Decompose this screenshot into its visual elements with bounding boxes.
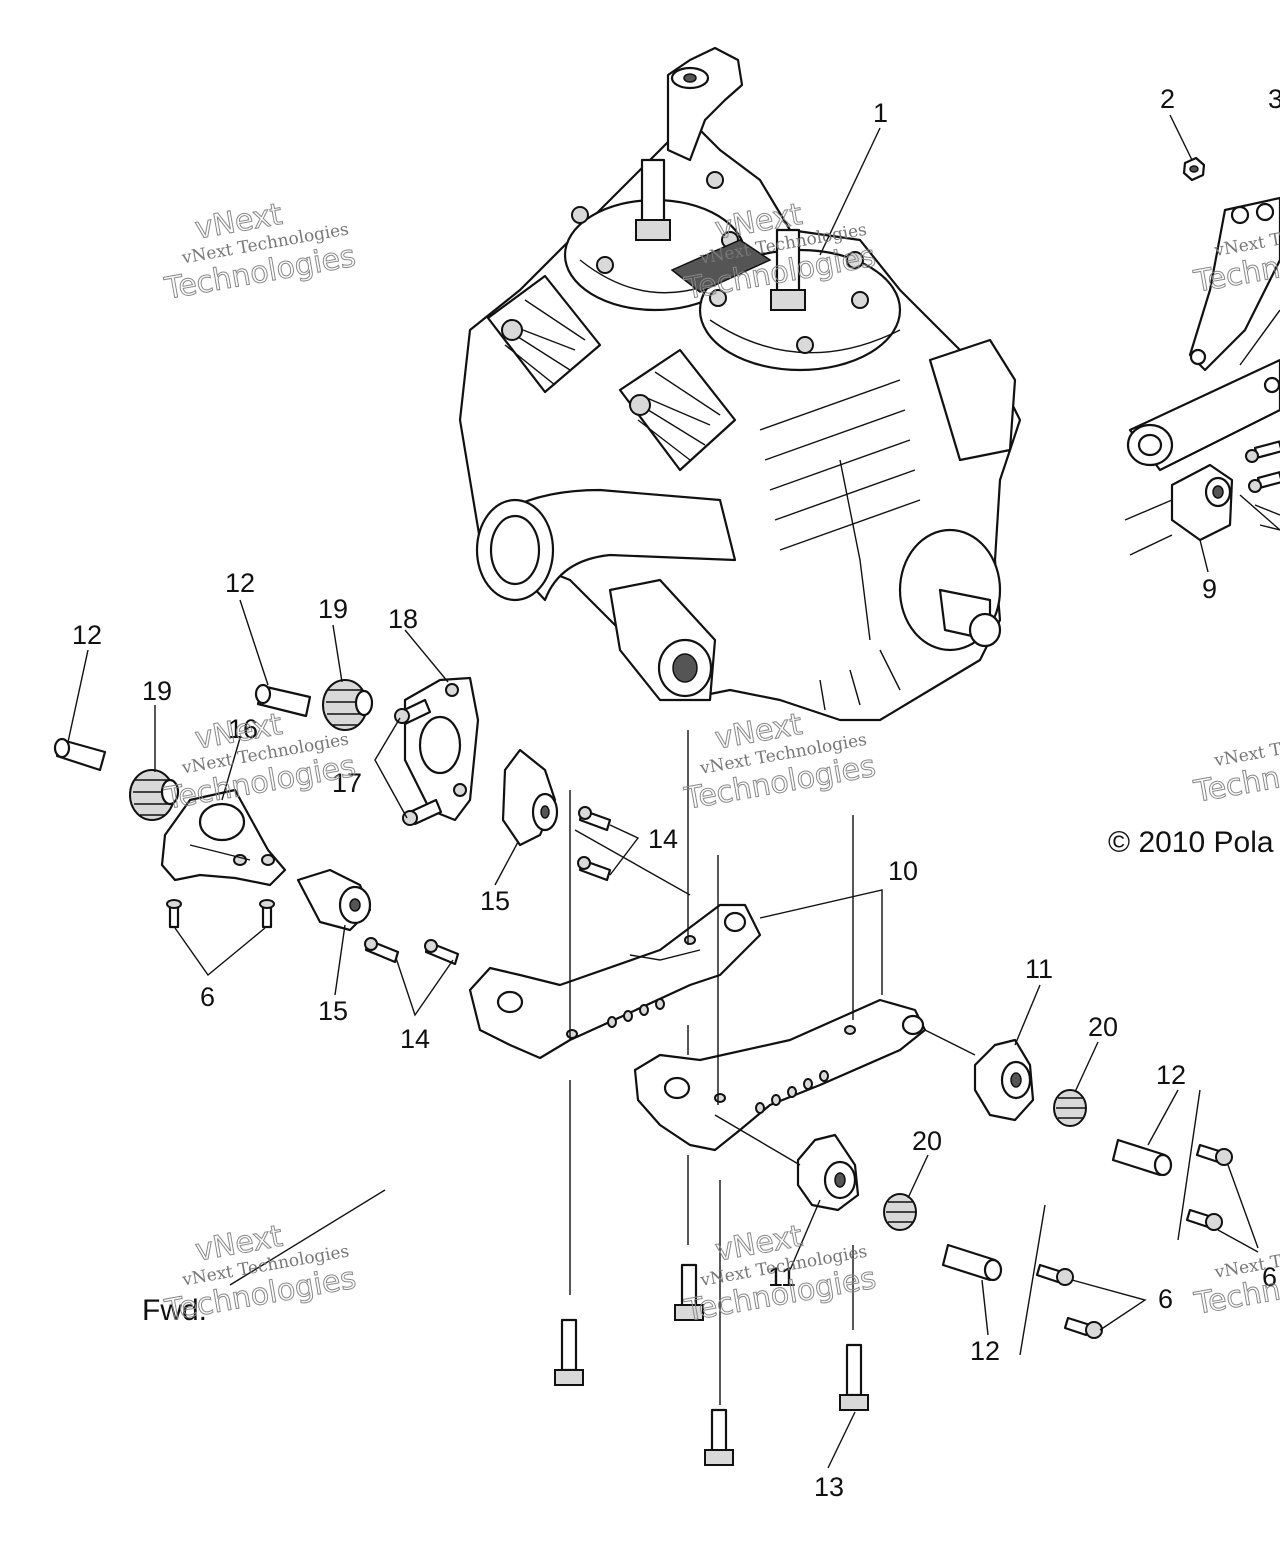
watermark-bottom-right: vNext Technologies Technologies <box>1191 1234 1280 1323</box>
forward-direction-label: Fwd. <box>142 1294 207 1327</box>
callout-labels: 1 2 3 9 12 12 19 18 19 16 17 14 15 10 6 … <box>72 84 1280 1502</box>
bolt-13-d <box>839 1343 869 1411</box>
bolt-6-center-a <box>1035 1263 1074 1286</box>
torque-arm <box>1126 358 1280 472</box>
callout-12-left: 12 <box>72 620 102 650</box>
bolt-17-lower <box>402 798 443 826</box>
leader-lines <box>67 114 1209 1469</box>
engine-mount-15-lower <box>296 868 372 932</box>
engine-mount-11-right <box>973 1038 1035 1122</box>
watermark-bottom-center: vNext vNext Technologies Technologies <box>681 1218 879 1329</box>
bushing-19-upper <box>322 679 374 731</box>
engine-mount-11-center <box>796 1133 860 1212</box>
callout-9: 9 <box>1202 574 1217 604</box>
engine-assembly <box>458 46 1022 722</box>
bushing-20-center <box>883 1193 917 1231</box>
watermark-mid-right: vNext Technologies Technologies <box>1190 722 1280 811</box>
upper-torque-bracket <box>1188 196 1280 372</box>
bolt-torque-arm-1 <box>1245 440 1280 463</box>
callout-3: 3 <box>1268 84 1280 114</box>
pin-12-upper <box>254 683 312 718</box>
callout-19-upper: 19 <box>318 594 348 624</box>
callout-13: 13 <box>814 1472 844 1502</box>
callout-20-center: 20 <box>912 1126 942 1156</box>
callout-12-upper: 12 <box>225 568 255 598</box>
pin-12-center <box>941 1243 1003 1282</box>
bolt-13-b <box>674 1263 704 1321</box>
copyright-notice: © 2010 Pola <box>1108 826 1274 859</box>
bolt-6-left-b <box>259 899 275 929</box>
callout-16: 16 <box>228 714 258 744</box>
bolt-14-c <box>364 937 400 964</box>
callout-6-left: 6 <box>200 982 215 1012</box>
callout-14-lower: 14 <box>400 1024 430 1054</box>
bolt-6-center-b <box>1063 1316 1103 1339</box>
bolt-6-right-b <box>1185 1208 1223 1231</box>
callout-17: 17 <box>332 768 362 798</box>
callout-11-right: 11 <box>1025 954 1053 984</box>
alignment-lines <box>569 309 1280 1405</box>
callout-6-center: 6 <box>1158 1284 1173 1314</box>
bolt-14-b <box>577 856 612 882</box>
bolt-torque-arm-2 <box>1248 471 1280 493</box>
mount-bracket-10-upper <box>468 903 762 1060</box>
callout-12-center: 12 <box>970 1336 1000 1366</box>
mount-bracket-10-lower <box>633 998 927 1152</box>
nut-part-2 <box>1182 156 1206 182</box>
pin-12-left <box>53 737 107 772</box>
pin-12-right <box>1111 1138 1173 1177</box>
callout-2: 2 <box>1160 84 1175 114</box>
callout-15-lower: 15 <box>318 996 348 1026</box>
callout-11-center: 11 <box>768 1262 796 1292</box>
mount-bracket-18 <box>403 676 480 822</box>
bolt-14-a <box>578 806 612 832</box>
engine-mount-15-upper <box>501 748 559 847</box>
bolt-13-a <box>554 1318 584 1386</box>
callout-15-upper: 15 <box>480 886 510 916</box>
bracket-part-9 <box>1124 463 1234 556</box>
bolt-6-left-a <box>166 899 182 929</box>
callout-18: 18 <box>388 604 418 634</box>
bushing-20-right <box>1053 1089 1087 1127</box>
callout-14-upper: 14 <box>648 824 678 854</box>
callout-20-right: 20 <box>1088 1012 1118 1042</box>
bolt-13-c <box>704 1408 734 1466</box>
callout-1: 1 <box>873 98 888 128</box>
callout-6-right: 6 <box>1262 1262 1277 1292</box>
bushing-19-left <box>129 769 180 821</box>
bolt-14-d <box>424 939 460 966</box>
mount-bracket-16 <box>160 788 287 887</box>
bolt-6-right-a <box>1195 1143 1233 1166</box>
watermark-top-left: vNext vNext Technologies Technologies <box>161 196 359 307</box>
callout-12-right: 12 <box>1156 1060 1186 1090</box>
callout-10: 10 <box>888 856 918 886</box>
callout-19-left: 19 <box>142 676 172 706</box>
